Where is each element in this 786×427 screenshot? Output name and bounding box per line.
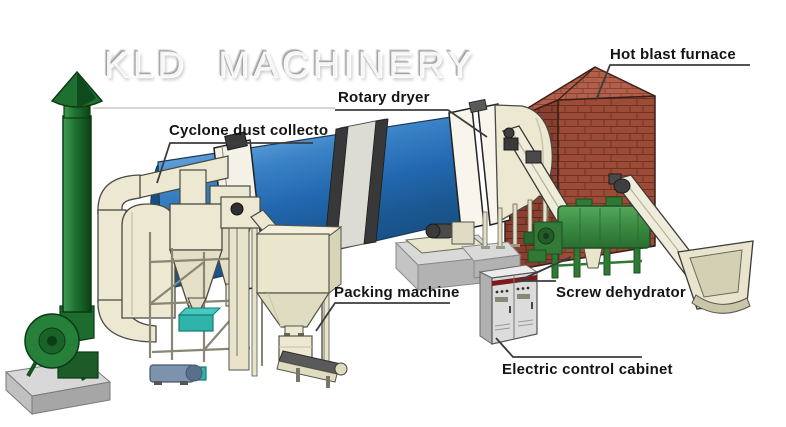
label-hot-blast-furnace: Hot blast furnace	[610, 46, 736, 63]
control-cabinet-illustration	[478, 264, 539, 345]
brand-watermark: KLD MACHINERY	[104, 44, 476, 85]
label-cyclone-dust-collector: Cyclone dust collecto	[169, 122, 329, 139]
fan-blower-illustration	[4, 305, 112, 416]
label-rotary-dryer: Rotary dryer	[338, 89, 430, 106]
screw-dehydrator-illustration	[523, 196, 651, 279]
cyclone-dust-collector-illustration	[97, 155, 251, 385]
hopper-conveyor-illustration	[608, 173, 754, 314]
packing-machine-illustration	[220, 196, 348, 388]
leader-lines	[93, 64, 750, 358]
label-electric-control-cabinet: Electric control cabinet	[502, 361, 673, 378]
label-screw-dehydrator: Screw dehydrator	[556, 284, 686, 301]
label-packing-machine: Packing machine	[334, 284, 460, 301]
chimney-illustration	[50, 70, 104, 313]
